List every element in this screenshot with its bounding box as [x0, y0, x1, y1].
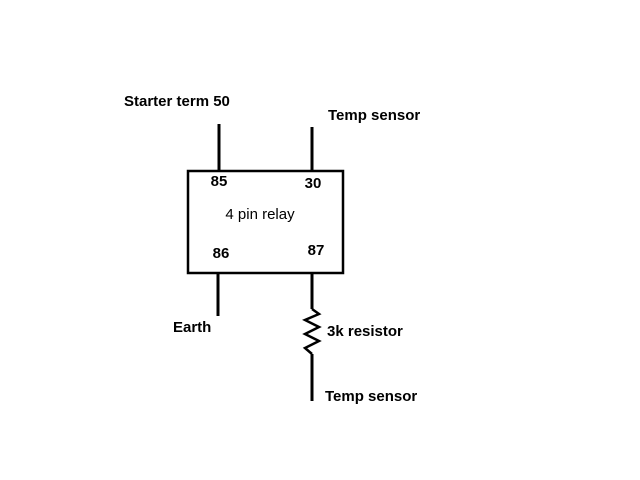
pin-30-label: 30 — [305, 175, 322, 192]
starter-term-label: Starter term 50 — [124, 93, 230, 110]
resistor-label: 3k resistor — [327, 323, 403, 340]
resistor-symbol — [302, 307, 322, 355]
pin-86-label: 86 — [213, 245, 230, 262]
temp-sensor-bottom-label: Temp sensor — [325, 388, 417, 405]
temp-sensor-top-label: Temp sensor — [328, 107, 420, 124]
pin-85-label: 85 — [211, 173, 228, 190]
relay-box — [186, 169, 345, 275]
earth-label: Earth — [173, 319, 211, 336]
pin-87-label: 87 — [308, 242, 325, 259]
relay-title: 4 pin relay — [225, 206, 295, 223]
